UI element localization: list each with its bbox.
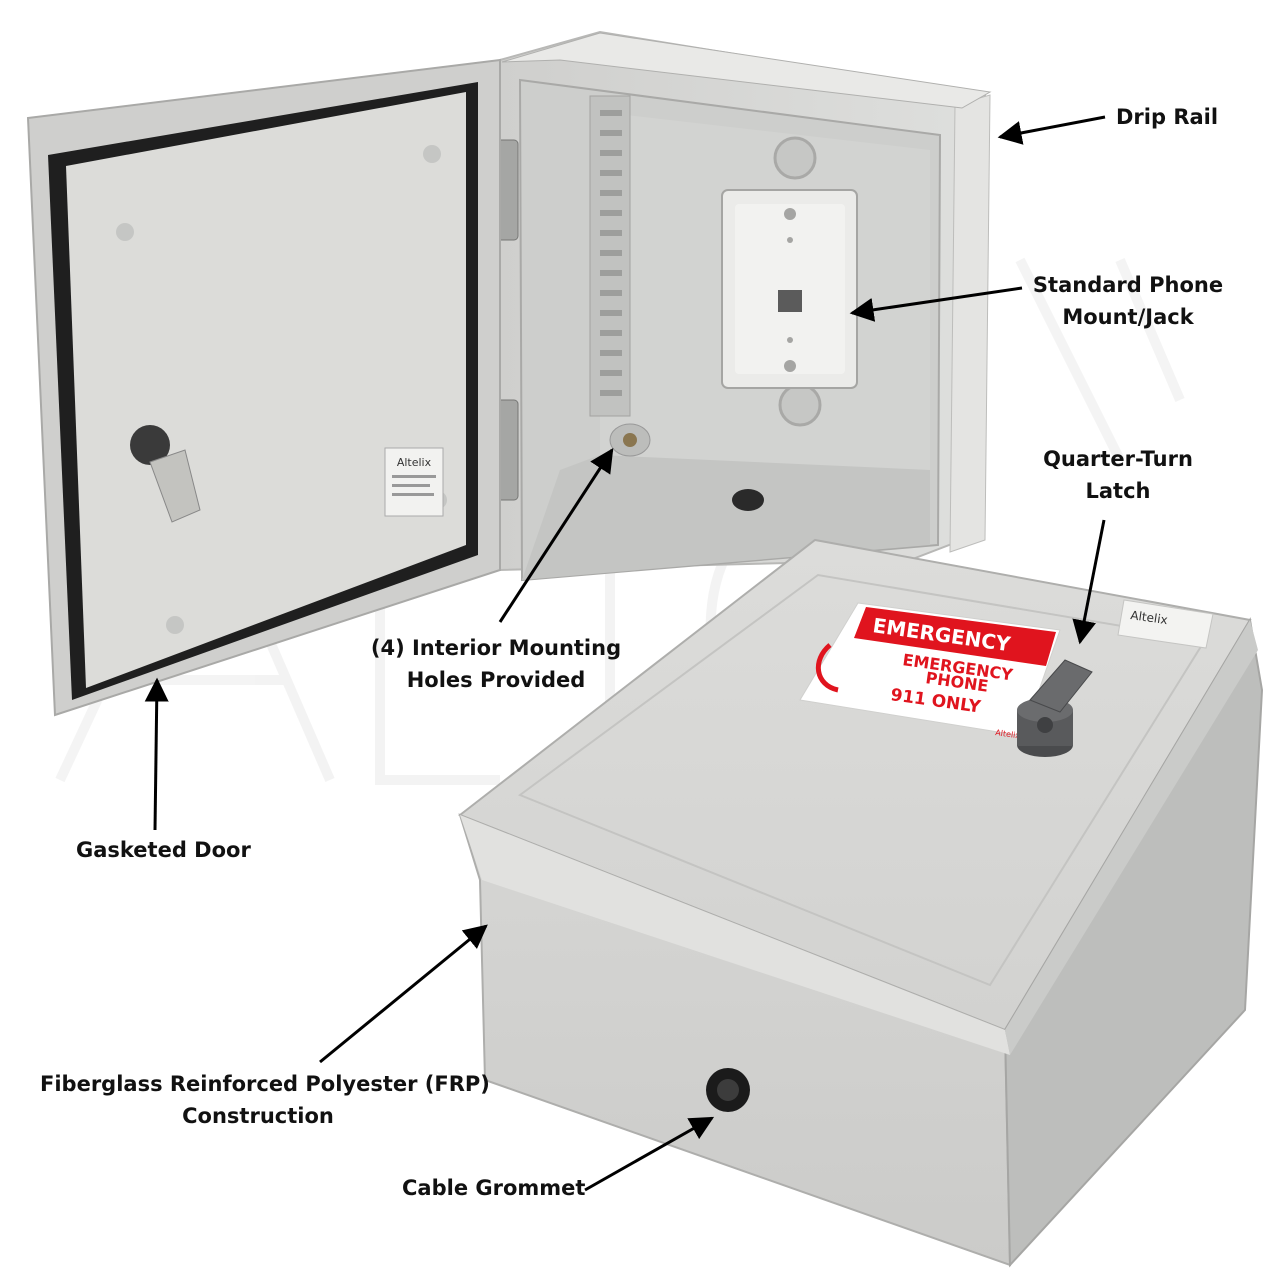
lid-lip [460, 815, 1010, 1055]
arrow-mounting-holes [498, 447, 614, 623]
emergency-sign: EMERGENCY EMERGENCY PHONE 911 ONLY Altel… [799, 602, 1061, 740]
arrow-cable-grommet [584, 1116, 715, 1192]
callout-construction-line1: Fiberglass Reinforced Polyester (FRP) [40, 1072, 490, 1096]
door-label [384, 447, 444, 517]
callout-phone-mount-line1: Standard Phone [1032, 273, 1224, 297]
callout-mounting-holes-line1: (4) Interior Mounting [370, 636, 622, 660]
callout-construction: Fiberglass Reinforced Polyester (FRP) Co… [40, 1068, 490, 1132]
callout-drip-rail: Drip Rail [1116, 101, 1218, 133]
arrow-gasketed-door [144, 677, 169, 831]
din-rail [589, 95, 631, 417]
lid-label-brand: Altelix [1130, 608, 1169, 627]
phone-jack [721, 189, 858, 389]
callout-drip-rail-text: Drip Rail [1116, 105, 1219, 129]
door-lock [130, 425, 170, 465]
callout-phone-mount-line2: Mount/Jack [1062, 305, 1194, 329]
callout-mounting-holes: (4) Interior Mounting Holes Provided [368, 632, 624, 696]
closed-enclosure: EMERGENCY EMERGENCY PHONE 911 ONLY Altel… [457, 538, 1264, 1268]
arrow-phone-mount [849, 286, 1023, 322]
callout-construction-line2: Construction [182, 1104, 334, 1128]
callout-arrows [144, 115, 1106, 1192]
knockout-bottom [778, 383, 822, 427]
arrow-latch [1072, 519, 1106, 645]
drip-rail [501, 32, 992, 109]
callout-latch-line1: Quarter-Turn [1043, 447, 1193, 471]
callout-gasketed-door: Gasketed Door [76, 834, 251, 866]
quarter-turn-latch [1017, 659, 1093, 757]
callout-cable-grommet: Cable Grommet [402, 1172, 585, 1204]
callout-latch-line2: Latch [1085, 479, 1151, 503]
sign-brand: Altelix [995, 728, 1021, 740]
callout-mounting-holes-line2: Holes Provided [406, 668, 586, 692]
lid-label: Altelix [1117, 599, 1214, 649]
callout-latch: Quarter-Turn Latch [1040, 443, 1196, 507]
knockout-top [773, 136, 817, 180]
arrow-drip-rail [997, 115, 1106, 145]
callout-gasketed-door-text: Gasketed Door [76, 838, 251, 862]
floor-hole [732, 489, 764, 511]
callout-cable-grommet-text: Cable Grommet [402, 1176, 586, 1200]
door-label-brand: Altelix [397, 456, 432, 469]
right-face [1003, 617, 1264, 1268]
callout-phone-mount: Standard Phone Mount/Jack [1030, 269, 1226, 333]
gasketed-door: Altelix [26, 58, 501, 717]
enclosure-side [949, 94, 991, 553]
arrow-frp [319, 924, 488, 1064]
open-enclosure: Altelix [26, 30, 992, 717]
